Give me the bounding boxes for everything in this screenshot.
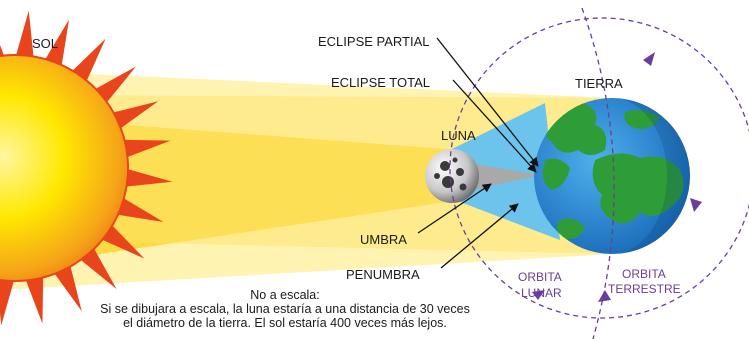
penumbra-pointer (440, 203, 519, 269)
sun-ray (51, 261, 82, 312)
sun-illustration (0, 10, 173, 326)
lunar-orbit-label-2: LUNAR (521, 286, 562, 300)
earth-orbit-label-2: TERRESTRE (608, 282, 681, 296)
eclipse-partial-label: ECLIPSE PARTIAL (318, 34, 430, 49)
umbra-label: UMBRA (360, 232, 407, 247)
sun-ray (14, 10, 35, 62)
sun-ray (42, 19, 70, 71)
scale-note-title: No a escala: (250, 288, 320, 302)
moon-illustration (425, 149, 479, 203)
sun-ray (112, 195, 164, 223)
scale-note: No a escala: Si se dibujara a escala, la… (0, 288, 570, 330)
orbit-arrows (532, 52, 702, 302)
sunlight-beams (0, 70, 612, 290)
orbit-arrow-icon (643, 52, 655, 66)
orbit-arrow-icon (598, 290, 611, 302)
sun-ray (0, 274, 16, 326)
sun-ray (24, 272, 44, 324)
eclipse-partial-pointer (436, 37, 539, 167)
scale-note-line-1: Si se dibujara a escala, la luna estaría… (100, 302, 470, 316)
penumbra-label: PENUMBRA (346, 267, 420, 282)
earth-label: TIERRA (575, 76, 623, 91)
umbra-pointer (417, 183, 492, 234)
eclipse-total-pointer (452, 79, 537, 173)
lunar-orbit-label-1: ORBITA (518, 270, 562, 284)
lunar-orbit (449, 17, 749, 319)
earth-orbit-label-1: ORBITA (622, 267, 666, 281)
scale-note-line-2: el diámetro de la tierra. El sol estaría… (123, 316, 447, 330)
eclipse-total-label: ECLIPSE TOTAL (331, 75, 430, 90)
sun-ray (121, 167, 173, 188)
sun-label: SOL (32, 36, 58, 51)
orbit-arrow-icon (690, 198, 702, 212)
sun-ray (108, 101, 159, 132)
moon-label: LUNA (441, 128, 476, 143)
sun-ray (119, 139, 171, 159)
orbit-arrow-icon (532, 290, 545, 300)
